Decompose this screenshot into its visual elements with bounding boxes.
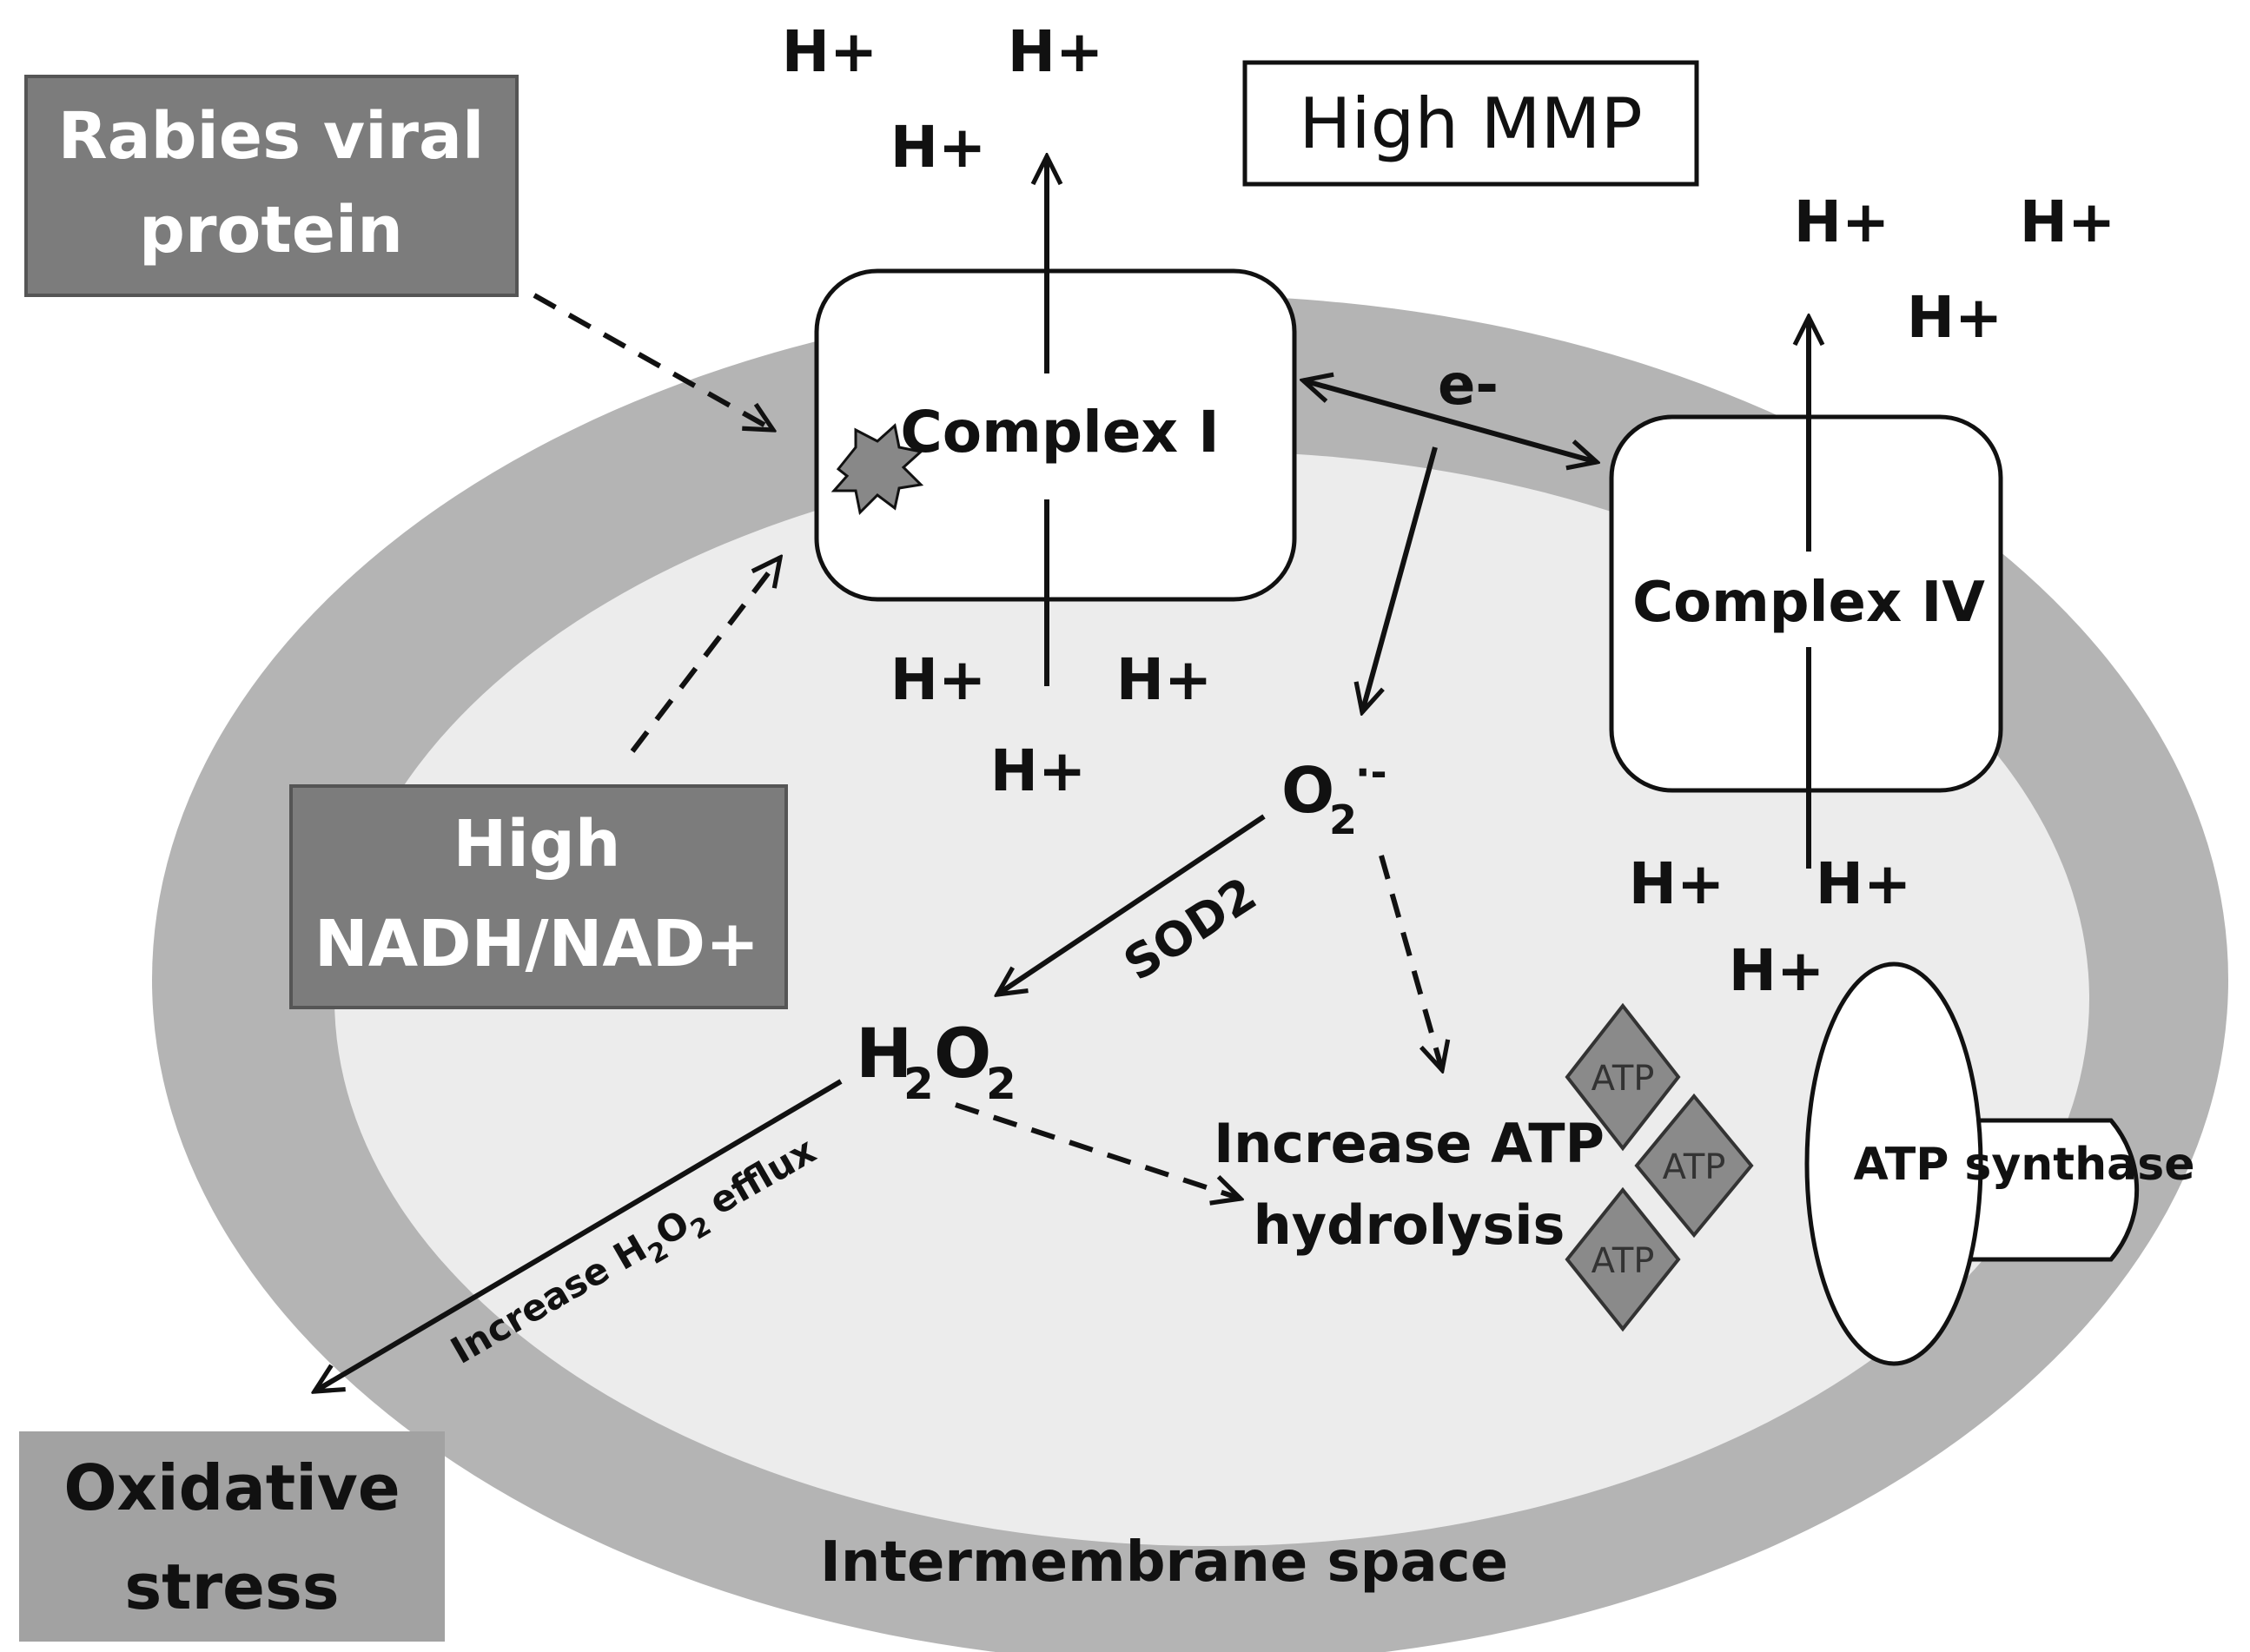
atp-synthase-head xyxy=(1804,961,1983,1366)
svg-text:2: 2 xyxy=(1329,796,1357,843)
complex-4-label: Complex IV xyxy=(1632,571,1985,635)
svg-text:ATP: ATP xyxy=(1592,1059,1655,1099)
svg-text:H: H xyxy=(856,1015,912,1094)
svg-text:2: 2 xyxy=(903,1059,934,1109)
rabies-to-complex1-arrow xyxy=(533,293,773,430)
oxidative-label-line1: Oxidative xyxy=(63,1451,400,1524)
oxidative-stress-box xyxy=(19,1431,445,1642)
damage-star-icon xyxy=(831,423,924,516)
proton-label: H+ xyxy=(2020,188,2116,255)
rabies-label-line1: Rabies viral xyxy=(58,99,485,174)
sod2-arrow xyxy=(997,814,1266,995)
svg-text:·-: ·- xyxy=(1355,749,1387,796)
high-nadh-box xyxy=(289,784,788,1009)
intermembrane-space-label: Intermembrane space xyxy=(820,1530,1508,1595)
electron-label: e- xyxy=(1438,354,1499,418)
high-mmp-box xyxy=(1242,60,1699,187)
atp-diamond-1: ATP xyxy=(1565,1002,1681,1152)
proton-label: H+ xyxy=(782,18,878,85)
proton-label: H+ xyxy=(890,646,987,713)
complex-1-label: Complex I xyxy=(900,399,1219,466)
atp-synthase-join xyxy=(1898,1122,1950,1258)
electron-leak-arrow xyxy=(1362,446,1438,712)
nadh-to-complex1-arrow xyxy=(630,558,780,753)
svg-text:O: O xyxy=(934,1015,991,1094)
proton-label: H+ xyxy=(1116,646,1213,713)
proton-label: H+ xyxy=(1816,850,1912,917)
svg-text:ATP: ATP xyxy=(1592,1241,1655,1281)
proton-label: H+ xyxy=(1629,850,1725,917)
oxidative-label-line2: stress xyxy=(124,1550,339,1623)
proton-label: H+ xyxy=(1729,937,1825,1004)
proton-label: H+ xyxy=(1794,188,1890,255)
proton-label: H+ xyxy=(990,737,1087,804)
electron-transfer-arrow xyxy=(1303,380,1597,462)
rabies-label-line2: protein xyxy=(139,193,403,268)
proton-label: H+ xyxy=(1907,284,2003,351)
svg-text:O: O xyxy=(1281,754,1334,827)
atp-hydrolysis-line2: hydrolysis xyxy=(1254,1193,1565,1257)
h2o2-efflux-arrow xyxy=(314,1079,843,1391)
superoxide-label: O 2 ·- xyxy=(1281,749,1387,843)
high-mmp-label: High MMP xyxy=(1299,83,1643,164)
svg-text:2: 2 xyxy=(986,1059,1016,1109)
proton-label: H+ xyxy=(890,114,987,181)
svg-text:ATP: ATP xyxy=(1663,1147,1726,1187)
atp-diamond-2: ATP xyxy=(1634,1093,1754,1239)
rabies-viral-protein-box xyxy=(24,75,519,297)
atp-hydrolysis-line1: Increase ATP xyxy=(1214,1112,1605,1175)
nadh-label-line1: High xyxy=(453,807,621,882)
proton-label: H+ xyxy=(1008,18,1104,85)
h2o2-to-hydrolysis-arrow xyxy=(955,1102,1241,1199)
atp-synthase-label: ATP synthase xyxy=(1854,1139,2195,1191)
complex-1-box xyxy=(814,268,1297,602)
h2o2-label: H 2 O 2 xyxy=(856,1015,1016,1109)
nadh-label-line2: NADH/NAD+ xyxy=(314,907,759,981)
atp-diamond-3: ATP xyxy=(1565,1186,1681,1332)
